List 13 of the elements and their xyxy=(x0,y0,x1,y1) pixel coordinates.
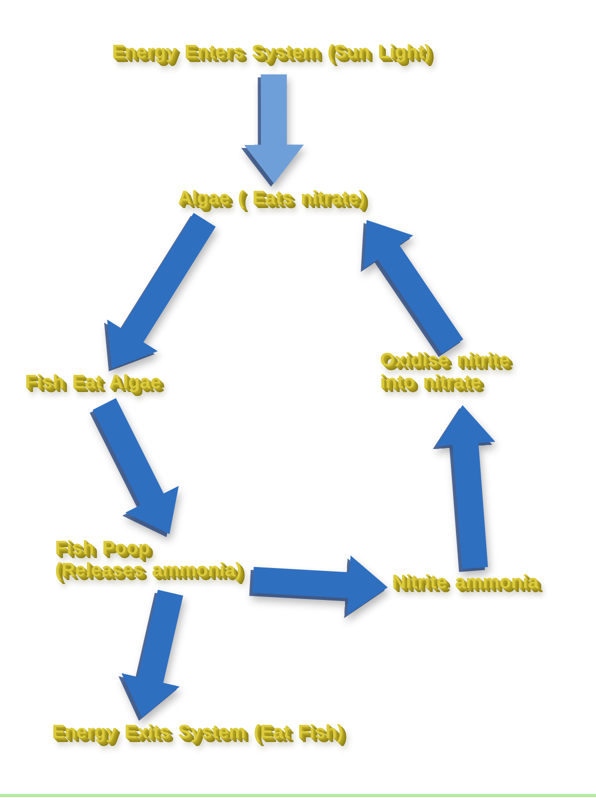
step-label: Fish Eat Algae xyxy=(25,372,166,400)
step-label: Algae ( Eats nitrate) xyxy=(178,188,370,216)
step-label: Energy Exits System (Eat Fish) xyxy=(52,722,348,750)
step-label: Nitrite ammonia xyxy=(392,572,544,600)
step-label: Oxidise nitrite into nitrate xyxy=(380,350,530,401)
step-label: Energy Enters System (Sun Light) xyxy=(112,42,436,70)
block-arrow xyxy=(436,405,496,569)
block-arrow xyxy=(244,74,304,184)
block-arrow xyxy=(252,555,388,616)
block-arrow xyxy=(364,220,464,354)
block-arrow xyxy=(121,590,184,718)
block-arrow xyxy=(92,398,179,534)
step-label: Fish Poop (Releases ammonia) xyxy=(55,538,250,589)
